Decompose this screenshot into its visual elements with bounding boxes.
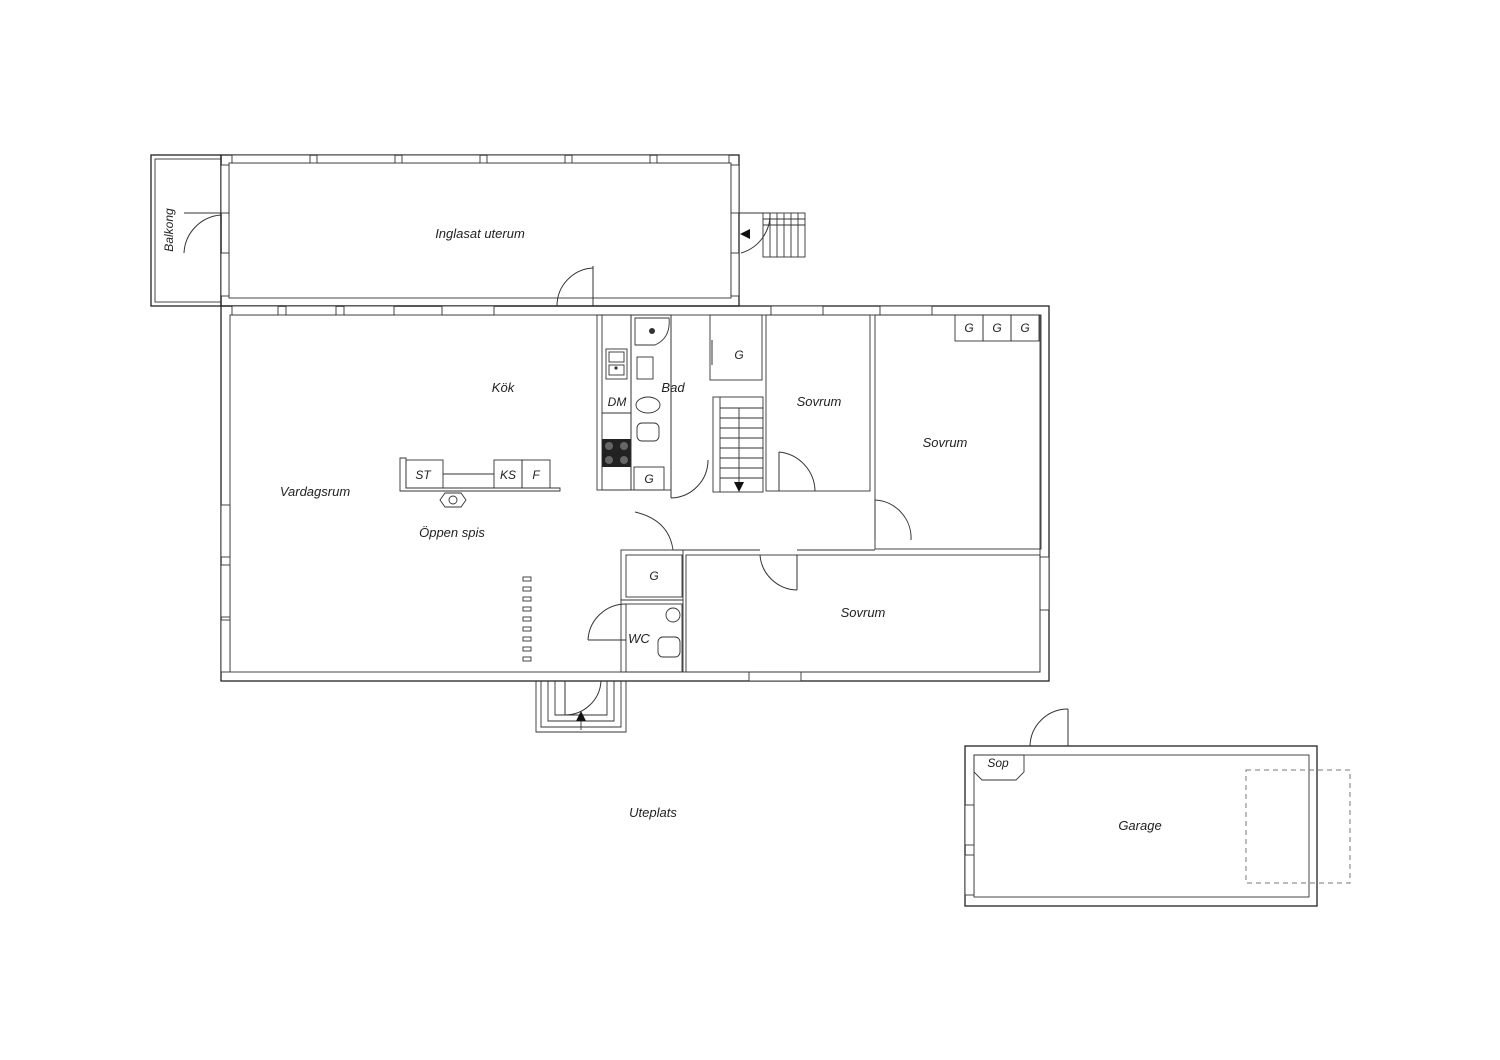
label-g-wardrobe-1: G [964,321,973,335]
label-sovrum-1: Sovrum [797,394,842,409]
bedroom-1 [765,314,871,492]
label-ks: KS [500,468,516,482]
label-g-wardrobe-3: G [1020,321,1029,335]
floor-vents [522,576,532,662]
label-g-stair-closet: G [734,348,743,362]
label-kok: Kök [492,380,516,395]
label-wc: WC [628,631,650,646]
label-inglasat-uterum: Inglasat uterum [435,226,525,241]
label-oppen-spis: Öppen spis [419,525,485,540]
label-sovrum-2: Sovrum [923,435,968,450]
label-vardagsrum: Vardagsrum [280,484,350,499]
corridor-wall [634,511,875,551]
label-sovrum-3: Sovrum [841,605,886,620]
closet-and-wc [587,549,684,673]
label-uteplats: Uteplats [629,805,677,820]
kitchen-island [399,457,561,492]
label-g-bath: G [644,472,653,486]
entrance [535,680,627,733]
main-house [220,305,1050,682]
porch-stairs [740,212,806,258]
label-dm: DM [608,395,627,409]
balcony-door [183,212,222,254]
garage [964,708,1351,907]
label-sop: Sop [987,756,1009,770]
bedroom-3 [685,554,1041,673]
glazed-porch [220,154,740,307]
label-st: ST [415,468,432,482]
label-f: F [532,468,540,482]
label-g-wardrobe-2: G [992,321,1001,335]
stair-closet [709,314,763,381]
living-room-door [556,266,594,307]
label-bad: Bad [661,380,685,395]
label-g-hall-closet: G [649,569,658,583]
fireplace [439,492,467,508]
label-balkong: Balkong [162,208,176,252]
kitchen-counter [596,314,632,491]
label-garage: Garage [1118,818,1161,833]
bathroom [630,314,709,499]
bedroom-2 [874,314,1042,550]
stairs [712,396,764,493]
